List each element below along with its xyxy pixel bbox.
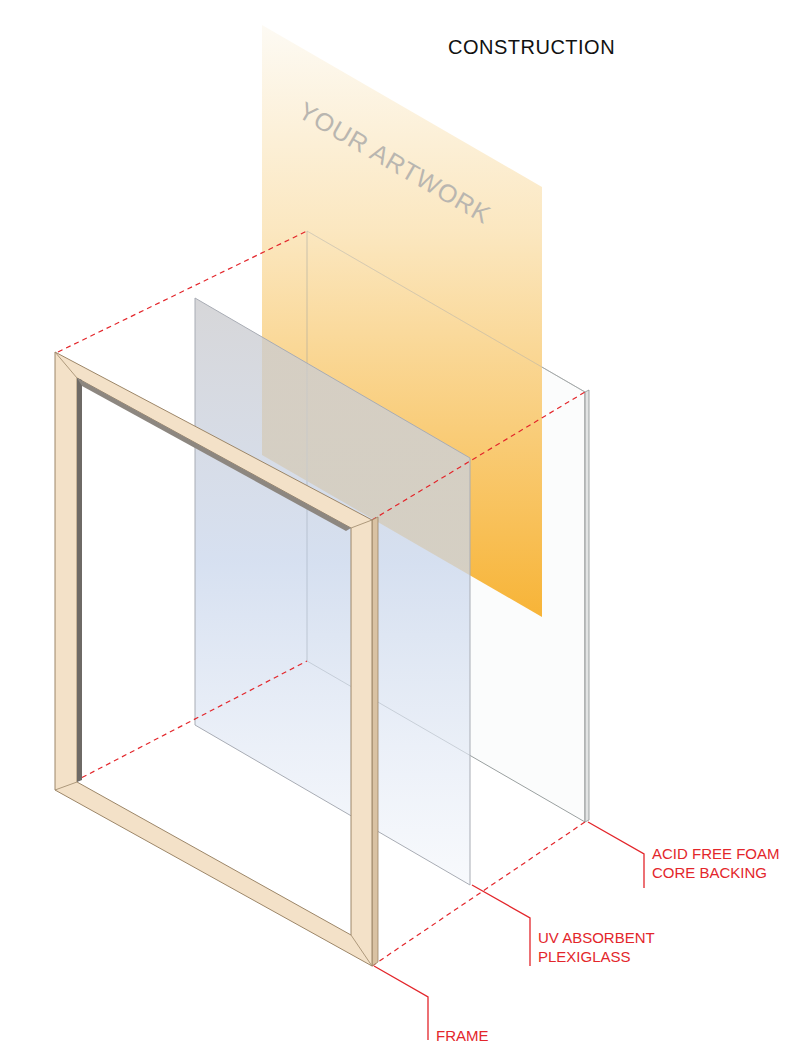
callout-label: UV ABSORBENT PLEXIGLASS: [538, 928, 678, 966]
diagram-title: CONSTRUCTION: [448, 36, 615, 59]
callout-label: FRAME: [436, 1026, 556, 1045]
projection-lines: [58, 231, 585, 966]
callout-label: ACID FREE FOAM CORE BACKING: [652, 844, 787, 882]
plexiglass-sheet: [195, 298, 470, 885]
wooden-frame: [55, 352, 378, 966]
